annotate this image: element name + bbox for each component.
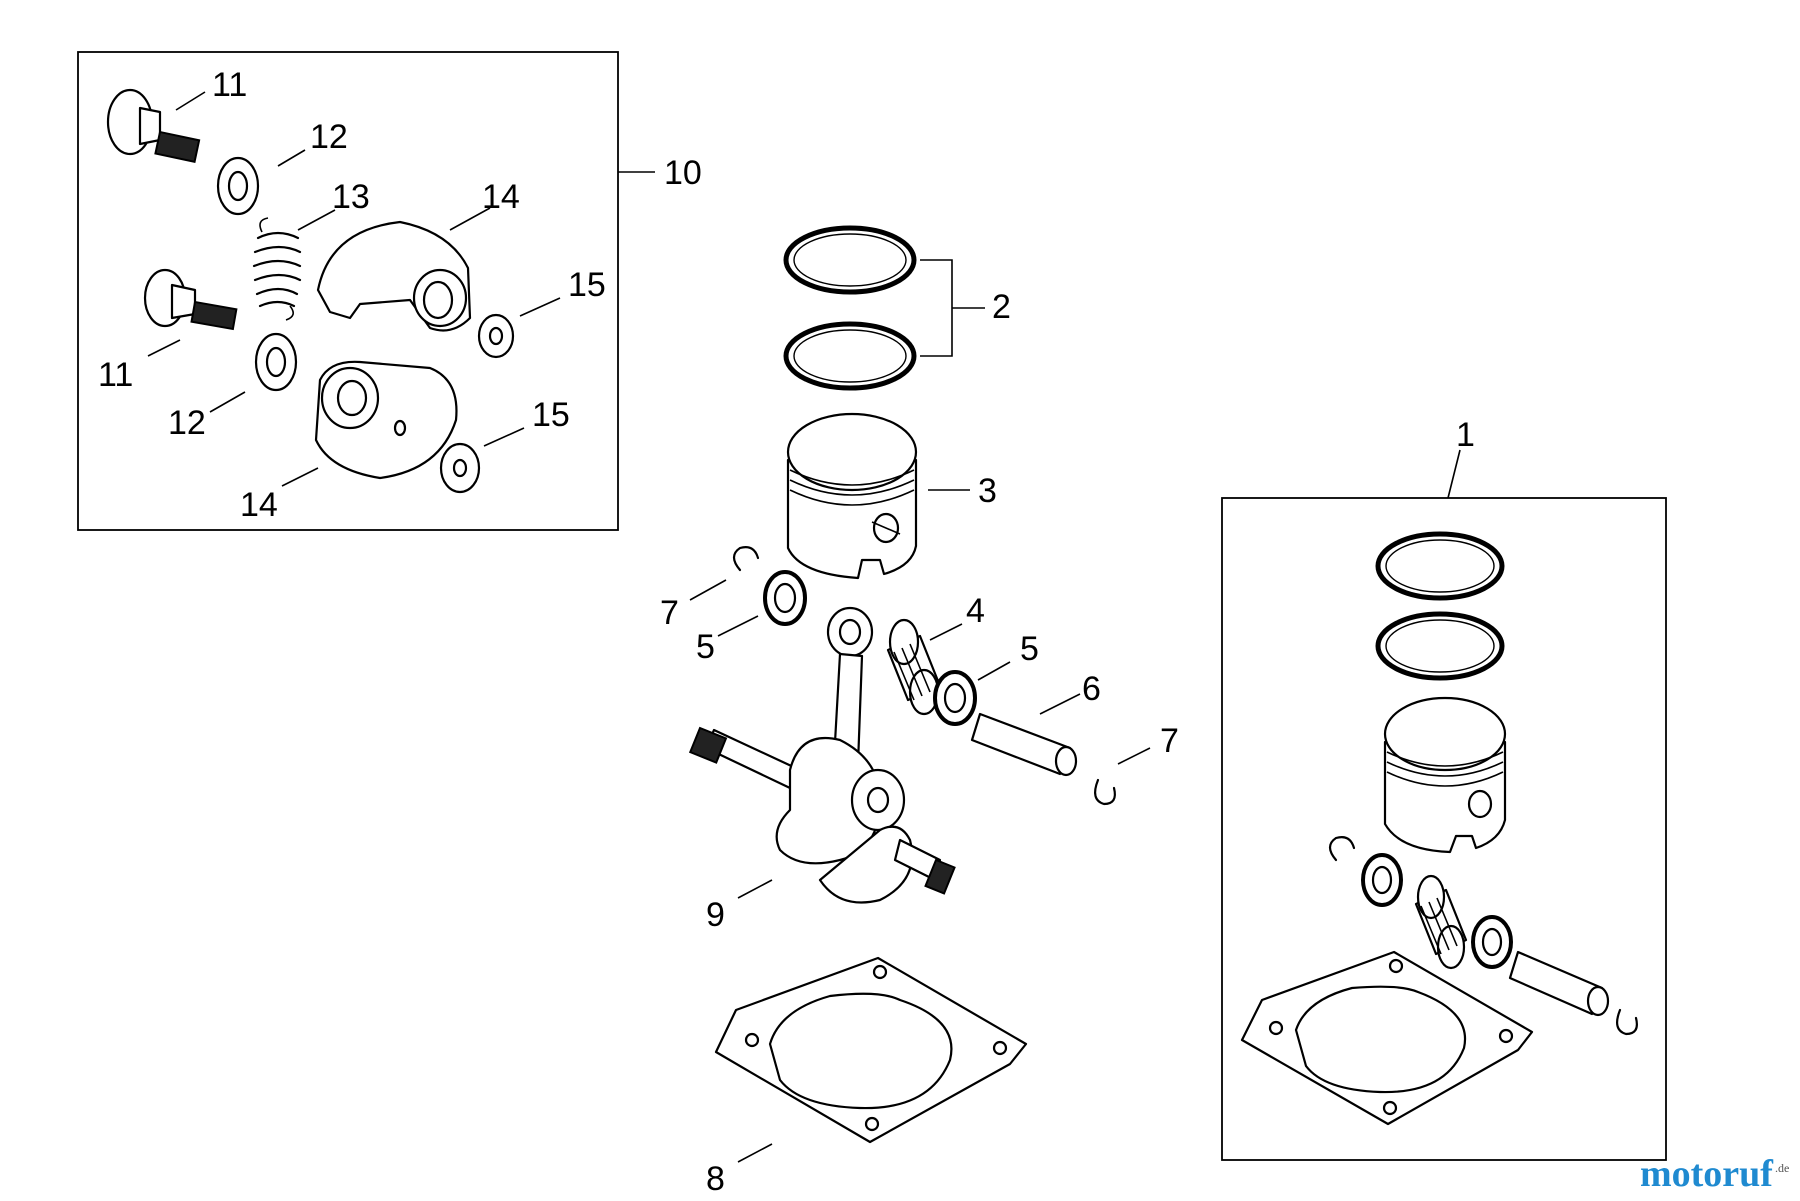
callout-15-upper: 15 [568, 266, 606, 304]
part-washer-15-upper [477, 313, 515, 359]
callout-14-upper: 14 [482, 178, 520, 216]
part-piston-rings [783, 225, 917, 391]
part-bolt-upper [106, 88, 201, 164]
callout-2: 2 [992, 288, 1011, 326]
callout-15-lower: 15 [532, 396, 570, 434]
part-crankshaft [688, 606, 956, 904]
callout-11-upper: 11 [212, 66, 247, 104]
callout-11-lower: 11 [98, 356, 133, 394]
kit-circlip-left [1328, 836, 1356, 862]
part-gasket [714, 956, 1028, 1144]
part-needle-bearing [886, 618, 942, 716]
part-washer-15-lower [439, 442, 481, 494]
part-bolt-lower [143, 268, 238, 331]
callout-5-right: 5 [1020, 630, 1039, 668]
part-thrust-washer-left [763, 570, 807, 626]
part-washer-lower [254, 332, 298, 392]
callout-9: 9 [706, 896, 725, 934]
callout-1: 1 [1456, 416, 1475, 454]
watermark-suffix: .de [1774, 1161, 1790, 1176]
part-circlip-left [732, 546, 760, 572]
clutch-kit-box [77, 51, 619, 531]
part-washer-upper [216, 156, 260, 216]
callout-4: 4 [966, 592, 985, 630]
callout-6: 6 [1082, 670, 1101, 708]
part-shoe-lower [314, 360, 458, 480]
part-circlip-right [1093, 778, 1116, 806]
kit-gasket [1240, 950, 1534, 1126]
part-piston-pin [970, 712, 1078, 777]
kit-thrust-washer-left [1361, 853, 1403, 907]
part-spring [252, 217, 302, 321]
part-piston [786, 412, 918, 580]
callout-12-lower: 12 [168, 404, 206, 442]
callout-8: 8 [706, 1160, 725, 1198]
callout-12-upper: 12 [310, 118, 348, 156]
callout-13: 13 [332, 178, 370, 216]
callout-7-left: 7 [660, 594, 679, 632]
part-thrust-washer-right [933, 670, 977, 726]
callout-14-lower: 14 [240, 486, 278, 524]
watermark-text: motoruf [1640, 1153, 1773, 1195]
watermark-logo: motoruf.de [1640, 1152, 1789, 1196]
kit-piston [1383, 696, 1507, 854]
kit-piston-rings [1375, 531, 1505, 681]
callout-7-right: 7 [1160, 722, 1179, 760]
piston-kit-box [1221, 497, 1667, 1161]
kit-circlip-right [1615, 1008, 1638, 1036]
callout-10: 10 [664, 154, 702, 192]
part-shoe-upper [316, 220, 472, 332]
kit-needle-bearing [1414, 874, 1468, 970]
kit-piston-pin [1508, 950, 1610, 1017]
kit-thrust-washer-right [1471, 915, 1513, 969]
callout-5-left: 5 [696, 628, 715, 666]
callout-3: 3 [978, 472, 997, 510]
